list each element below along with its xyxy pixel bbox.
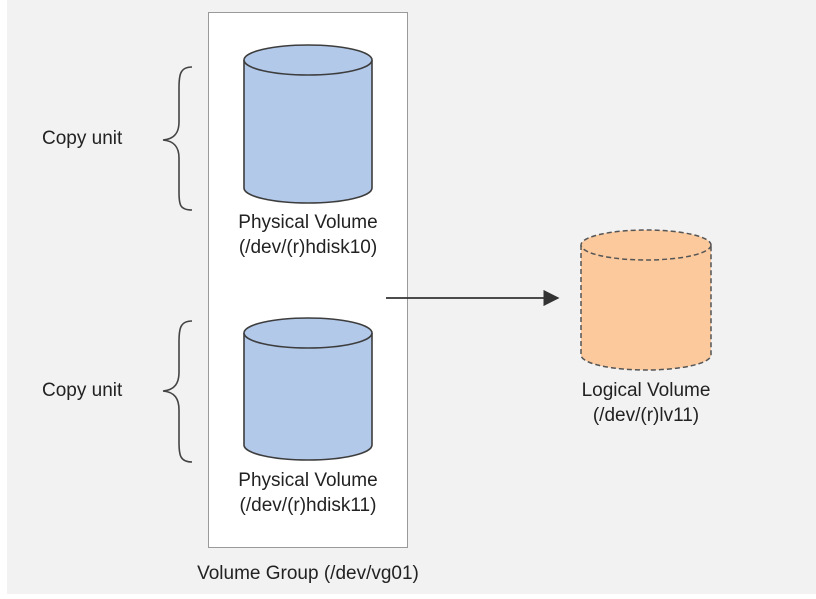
copy-unit-label-2: Copy unit	[42, 380, 123, 401]
copy-unit-brace-1	[162, 66, 193, 211]
logical-volume-cylinder	[580, 229, 712, 371]
physical-volume-1-path: (/dev/(r)hdisk10)	[238, 237, 378, 258]
copy-unit-label-1: Copy unit	[42, 128, 123, 149]
physical-volume-1-name: Physical Volume	[238, 212, 378, 233]
physical-volume-2-path: (/dev/(r)hdisk11)	[239, 495, 377, 516]
physical-volume-2-name: Physical Volume	[238, 470, 378, 491]
volume-group-label: Volume Group (/dev/vg01)	[197, 563, 419, 584]
physical-volume-cylinder-2	[243, 317, 373, 461]
logical-volume-path: (/dev/(r)lv11)	[592, 405, 700, 426]
physical-volume-cylinder-1	[243, 44, 373, 204]
logical-volume-name: Logical Volume	[581, 380, 711, 401]
copy-unit-brace-2	[162, 320, 193, 463]
